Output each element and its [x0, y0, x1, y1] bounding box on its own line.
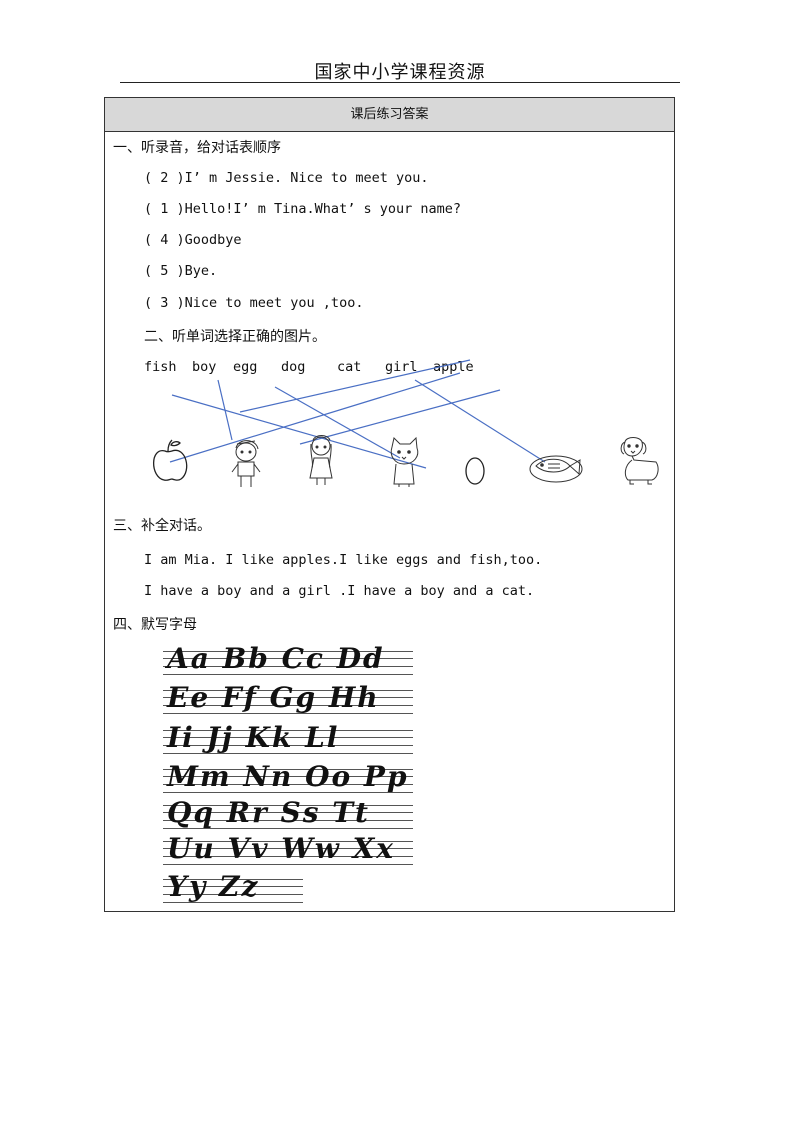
alphabet-row-2: Ee Ff Gg Hh [163, 681, 413, 717]
alphabet-row-text: Qq Rr Ss Tt [167, 796, 370, 829]
writing-lines [163, 727, 413, 757]
match-line-4 [274, 386, 401, 459]
alphabet-row-text: Ii Jj Kk Ll [167, 721, 340, 754]
page-header-title: 国家中小学课程资源 [314, 62, 486, 83]
dog-icon [620, 437, 659, 485]
apple-icon [152, 439, 188, 481]
matching-lines [169, 359, 546, 469]
section3-line-2: I have a boy and a girl .I have a boy an… [144, 583, 535, 599]
writing-lines [163, 838, 413, 868]
match-line-3 [239, 359, 471, 413]
section1-item-3: ( 4 )Goodbye [144, 232, 242, 248]
section1-item-1: ( 2 )I’ m Jessie. Nice to meet you. [144, 170, 429, 186]
alphabet-row-4: Mm Nn Oo Pp [163, 760, 413, 796]
alphabet-row-text: Aa Bb Cc Dd [167, 642, 385, 675]
writing-lines [163, 766, 413, 796]
word-cat: cat [337, 359, 362, 375]
match-line-2 [217, 379, 233, 441]
section4-heading: 四、默写字母 [113, 617, 197, 633]
word-egg: egg [233, 359, 258, 375]
word-girl: girl [385, 359, 418, 375]
match-line-1 [171, 394, 427, 469]
alphabet-row-6: Uu Vv Ww Xx [163, 832, 413, 868]
section1-heading: 一、听录音，给对话表顺序 [113, 140, 281, 156]
match-line-5 [299, 389, 501, 445]
alphabet-row-text: Yy Zz [167, 870, 260, 903]
alphabet-row-text: Ee Ff Gg Hh [167, 681, 380, 714]
section1-item-4: ( 5 )Bye. [144, 263, 218, 279]
alphabet-row-3: Ii Jj Kk Ll [163, 721, 413, 757]
word-boy: boy [192, 359, 217, 375]
egg-icon [465, 457, 485, 485]
writing-lines [163, 876, 303, 906]
cat-icon [390, 436, 419, 487]
fish-icon [529, 455, 583, 483]
word-apple: apple [433, 359, 474, 375]
boy-icon [231, 440, 261, 487]
match-line-6 [169, 372, 461, 463]
header-rule [120, 82, 680, 83]
section3-line-1: I am Mia. I like apples.I like eggs and … [144, 552, 543, 568]
alphabet-row-1: Aa Bb Cc Dd [163, 642, 413, 678]
section3-heading: 三、补全对话。 [113, 518, 211, 534]
box-title: 课后练习答案 [105, 98, 674, 132]
match-line-7 [414, 379, 546, 463]
alphabet-row-text: Mm Nn Oo Pp [167, 760, 409, 793]
answer-box: 课后练习答案 [104, 97, 675, 912]
writing-lines [163, 687, 413, 717]
section2-heading: 二、听单词选择正确的图片。 [144, 329, 326, 345]
writing-lines [163, 648, 413, 678]
section1-item-2: ( 1 )Hello!I’ m Tina.What’ s your name? [144, 201, 461, 217]
alphabet-row-5: Qq Rr Ss Tt [163, 796, 413, 832]
alphabet-row-7: Yy Zz [163, 870, 303, 906]
word-dog: dog [281, 359, 306, 375]
alphabet-row-text: Uu Vv Ww Xx [167, 832, 395, 865]
word-fish: fish [144, 359, 177, 375]
writing-lines [163, 802, 413, 832]
section1-item-5: ( 3 )Nice to meet you ,too. [144, 295, 364, 311]
girl-icon [309, 435, 333, 485]
